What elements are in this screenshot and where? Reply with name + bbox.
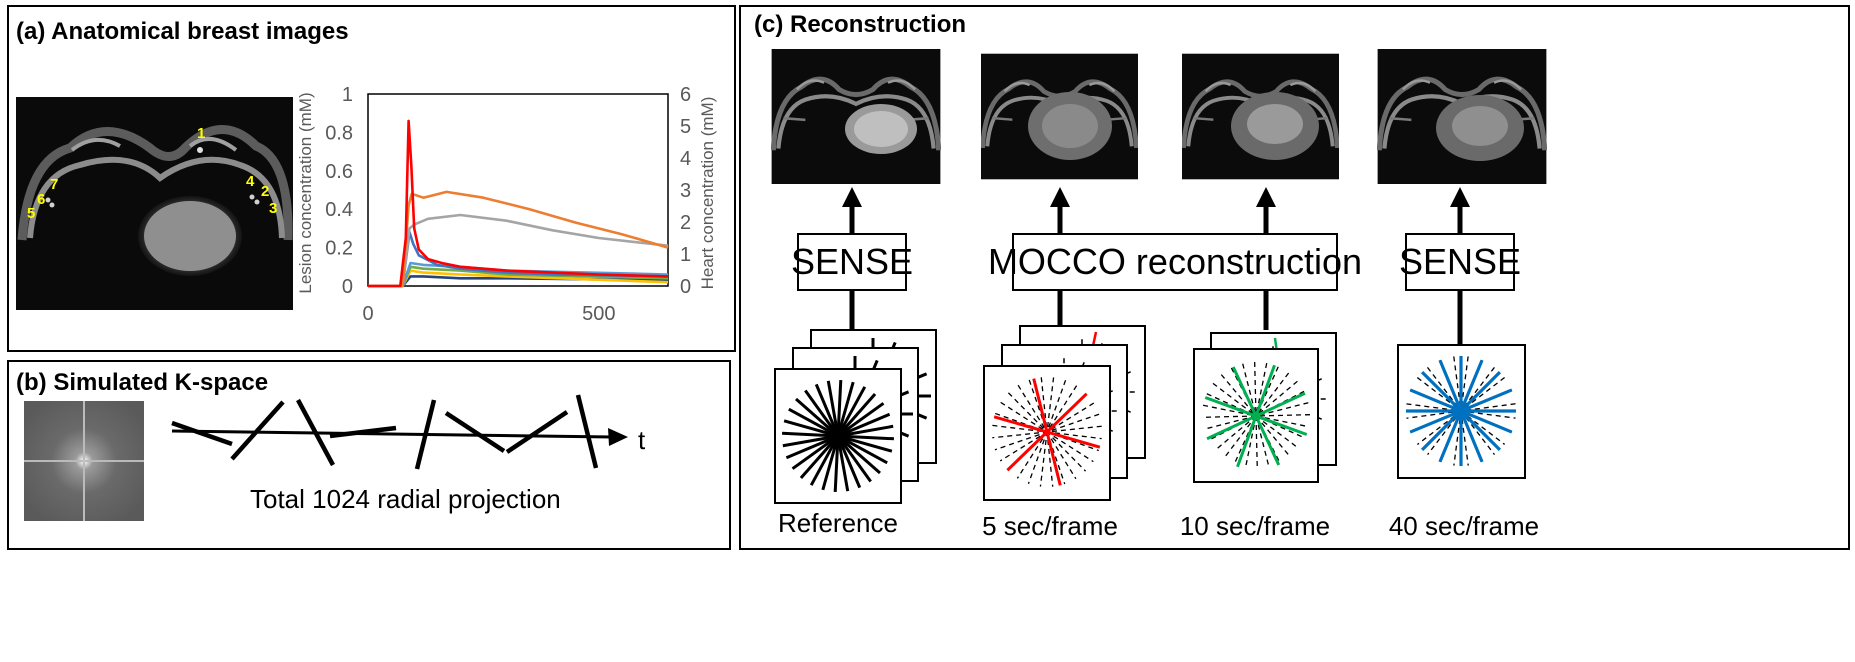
lesion-marker-7: 7: [50, 176, 58, 193]
chart-ticks: 0 0.2 0.4 0.6 0.8 1 0 1 2 3 4 5 6 0 500: [325, 84, 691, 325]
lesion-marker-3: 3: [269, 200, 277, 217]
sense-box-left-label: SENSE: [791, 241, 913, 282]
panel-a-title: (a) Anatomical breast images: [16, 18, 349, 45]
y-tick-label: 0.6: [325, 161, 353, 183]
caption-5sec: 5 sec/frame: [982, 511, 1118, 541]
sec5-red-spokes: [993, 378, 1101, 486]
y2-tick-label: 4: [680, 148, 691, 170]
y2-tick-label: 0: [680, 276, 691, 298]
sense-box-left: [797, 233, 907, 291]
y-tick-label: 1: [342, 84, 353, 106]
sense-box-right: [1405, 233, 1515, 291]
y2-tick-label: 1: [680, 244, 691, 266]
caption-10sec: 10 sec/frame: [1180, 511, 1330, 541]
x-tick-label: 0: [362, 303, 373, 325]
panel-c-title: (c) Reconstruction: [754, 11, 966, 38]
recon-image-5sec: [981, 54, 1138, 180]
y2-tick-label: 3: [680, 180, 691, 202]
recon-image-reference: [772, 49, 941, 184]
y2-tick-label: 2: [680, 212, 691, 234]
y2-tick-label: 6: [680, 84, 691, 106]
plot-area: [367, 93, 669, 287]
y-axis-label: Lesion concentration (mM): [296, 92, 315, 293]
panel-b-frame: [7, 360, 731, 550]
y-tick-label: 0.8: [325, 122, 353, 144]
radial-sampling-stacks: [774, 325, 1526, 504]
anatomical-mri-image: [16, 97, 293, 310]
sec10-green-spokes: [1204, 364, 1308, 468]
series-line: [368, 119, 669, 288]
y-tick-label: 0.2: [325, 238, 353, 260]
mocco-box-label: MOCCO reconstruction: [988, 241, 1362, 282]
sense-box-right-label: SENSE: [1399, 241, 1521, 282]
concentration-chart: 0 0.2 0.4 0.6 0.8 1 0 1 2 3 4 5 6 0 500 Lesion concent…: [296, 84, 717, 325]
lesion-marker-1: 1: [197, 125, 205, 142]
lesion-marker-2: 2: [261, 183, 269, 200]
time-axis-label: t: [638, 425, 646, 455]
recon-image-10sec: [1182, 54, 1339, 180]
panel-c-frame: [739, 5, 1850, 550]
y2-axis-label: Heart concentration (mM): [698, 97, 717, 290]
caption-reference: Reference: [778, 508, 898, 538]
lesion-marker-4: 4: [246, 173, 255, 190]
kspace-caption: Total 1024 radial projection: [250, 484, 561, 514]
mocco-box: [1012, 233, 1338, 291]
x-tick-label: 500: [582, 303, 615, 325]
kspace-image: [24, 401, 144, 521]
y-tick-label: 0: [342, 276, 353, 298]
recon-image-40sec: [1378, 49, 1547, 184]
y2-tick-label: 5: [680, 116, 691, 138]
y-tick-label: 0.4: [325, 199, 353, 221]
lesion-marker-5: 5: [27, 205, 35, 222]
reference-spokes: [781, 379, 895, 493]
panel-a-frame: [7, 5, 736, 352]
chart-lines: [368, 119, 669, 288]
panel-b-title: (b) Simulated K-space: [16, 369, 268, 396]
sec40-blue-spokes: [1406, 356, 1516, 466]
caption-40sec: 40 sec/frame: [1389, 511, 1539, 541]
lesion-markers: 1 2 3 4 5 6 7: [27, 125, 277, 222]
series-line: [368, 213, 669, 288]
lesion-marker-6: 6: [37, 191, 45, 208]
time-axis: [171, 394, 628, 470]
